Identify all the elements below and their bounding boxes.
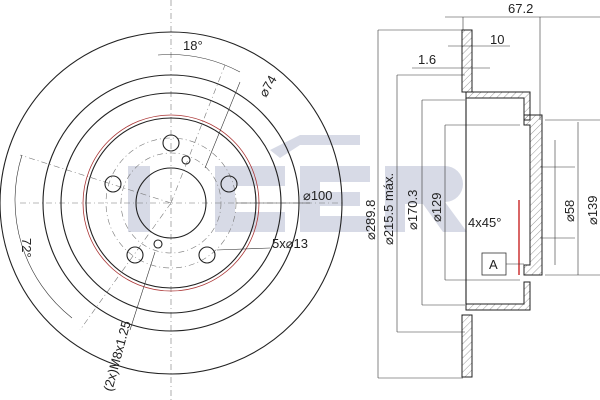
diameter-100-label: ⌀100	[303, 188, 333, 203]
chamfer-label: 4x45°	[468, 215, 501, 230]
diameter-74-label: ⌀74	[256, 73, 280, 100]
diameter-129-label: ⌀129	[429, 192, 444, 222]
datum-label: A	[489, 257, 498, 272]
disc-outer-edge	[0, 31, 343, 375]
width-67-label: 67.2	[508, 1, 533, 16]
angle-72-label: 72°	[19, 238, 34, 258]
bolt-holes	[104, 134, 238, 264]
offset-label: 1.6	[418, 52, 436, 67]
diameter-139-label: ⌀139	[585, 195, 600, 225]
diameter-58-label: ⌀58	[562, 200, 577, 222]
section-view: 67.2 10 1.6 ⌀289.8 ⌀215.5 máx. ⌀170.3 ⌀1…	[363, 1, 600, 379]
thread-label: (2x)M8x1.25	[100, 319, 133, 393]
diameter-289-label: ⌀289.8	[363, 200, 378, 240]
diameter-215-label: ⌀215.5 máx.	[381, 173, 396, 245]
center-bore	[135, 167, 207, 239]
front-view: 18° 72° ⌀74 ⌀100 5x⌀13 (2x)M8x1.25	[0, 0, 345, 400]
holes-label: 5x⌀13	[272, 236, 308, 251]
angle-18-label: 18°	[183, 38, 203, 53]
diameter-170-label: ⌀170.3	[405, 190, 420, 230]
thickness-label: 10	[490, 32, 504, 47]
